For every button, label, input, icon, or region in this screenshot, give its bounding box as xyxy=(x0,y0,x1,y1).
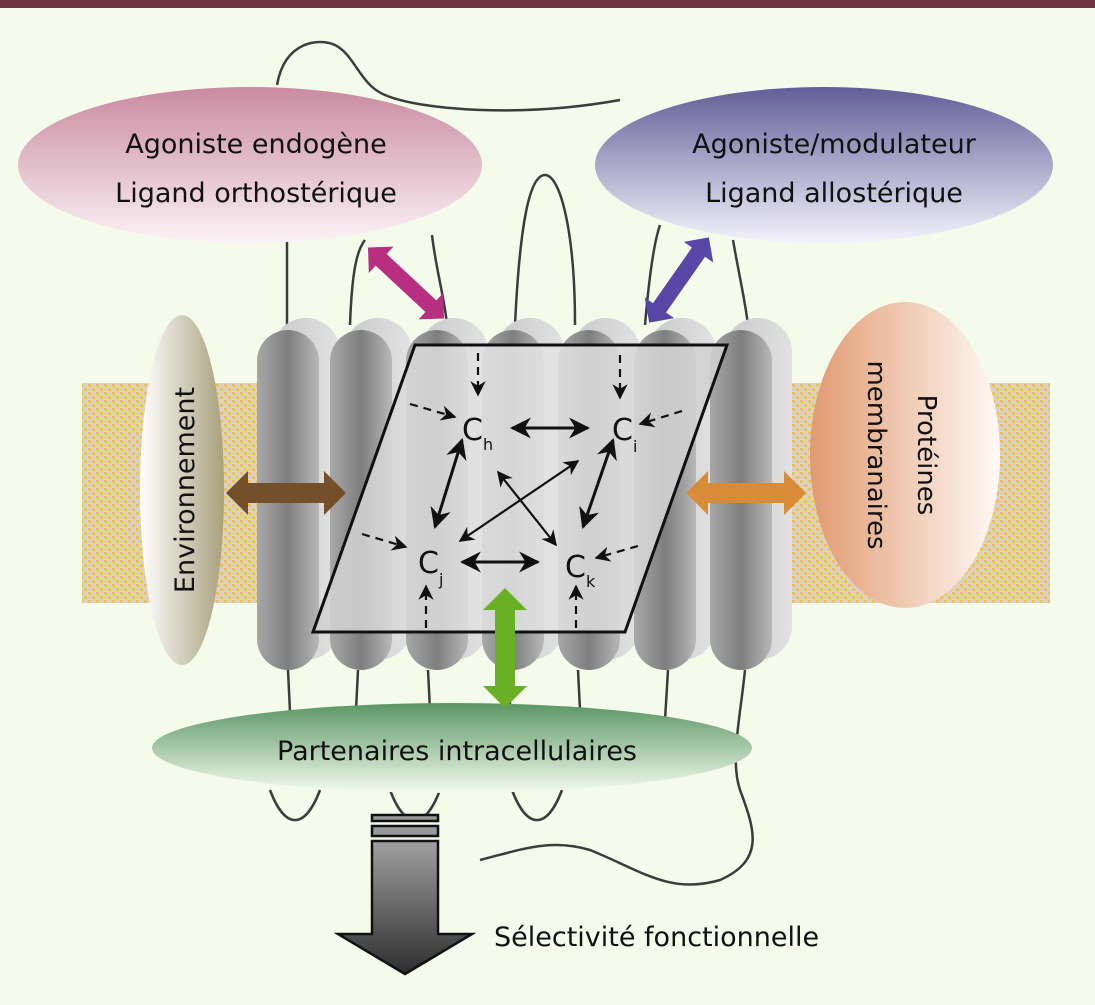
allosteric-ligand: Agoniste/modulateur Ligand allostérique xyxy=(595,87,1053,243)
loop xyxy=(354,669,360,711)
loop xyxy=(286,669,292,713)
intracellular-label: Partenaires intracellulaires xyxy=(277,736,637,767)
icl xyxy=(510,789,564,822)
loop xyxy=(731,239,750,326)
membrane-proteins-line2: membranaires xyxy=(861,360,891,549)
orthosteric-line2: Ligand orthostérique xyxy=(115,178,397,209)
environment-label: Environnement xyxy=(170,387,201,593)
membrane-proteins-line1: Protéines xyxy=(911,395,941,516)
conformation-labels: Ch Ci Cj Ck xyxy=(418,413,637,591)
membrane-proteins-arrow xyxy=(686,471,806,515)
external-influence-arrows xyxy=(361,353,683,628)
loop xyxy=(576,669,582,711)
environment: Environnement xyxy=(140,315,224,665)
orthosteric-arrow xyxy=(367,246,445,320)
dashed-arrow xyxy=(638,409,683,428)
allosteric-line2: Ligand allostérique xyxy=(705,178,963,209)
conformation-k: Ck xyxy=(565,550,596,591)
environment-arrow xyxy=(226,471,346,515)
arrow-h-k xyxy=(497,470,557,547)
loop-ecl2 xyxy=(513,173,577,326)
dashed-arrow xyxy=(409,402,457,421)
intracellular-partners: Partenaires intracellulaires xyxy=(152,703,752,793)
orthosteric-ligand: Agoniste endogène Ligand orthostérique xyxy=(18,87,482,243)
functional-selectivity-arrow xyxy=(333,813,477,976)
interaction-arrows xyxy=(226,237,806,708)
icl xyxy=(268,789,322,822)
arrow-i-k xyxy=(579,438,617,529)
conformation-arrows xyxy=(430,417,617,573)
n-terminus xyxy=(275,40,621,112)
conformation-h: Ch xyxy=(462,413,493,454)
loop xyxy=(430,234,449,326)
functional-selectivity-label: Sélectivité fonctionnelle xyxy=(494,922,819,953)
arrow-h-j xyxy=(430,437,467,530)
allosteric-line1: Agoniste/modulateur xyxy=(692,129,977,160)
conformation-j: Cj xyxy=(418,546,443,589)
membrane-proteins: Protéines membranaires xyxy=(810,302,1000,608)
intracellular-arrow xyxy=(483,588,527,708)
dashed-arrow xyxy=(361,532,408,551)
loop xyxy=(348,239,367,326)
conformation-i: Ci xyxy=(612,413,637,456)
header-bar xyxy=(0,0,1095,8)
loop xyxy=(643,224,662,326)
dashed-arrow xyxy=(594,544,639,562)
loop xyxy=(663,669,670,721)
orthosteric-line1: Agoniste endogène xyxy=(125,129,386,160)
allosteric-arrow xyxy=(644,237,714,323)
